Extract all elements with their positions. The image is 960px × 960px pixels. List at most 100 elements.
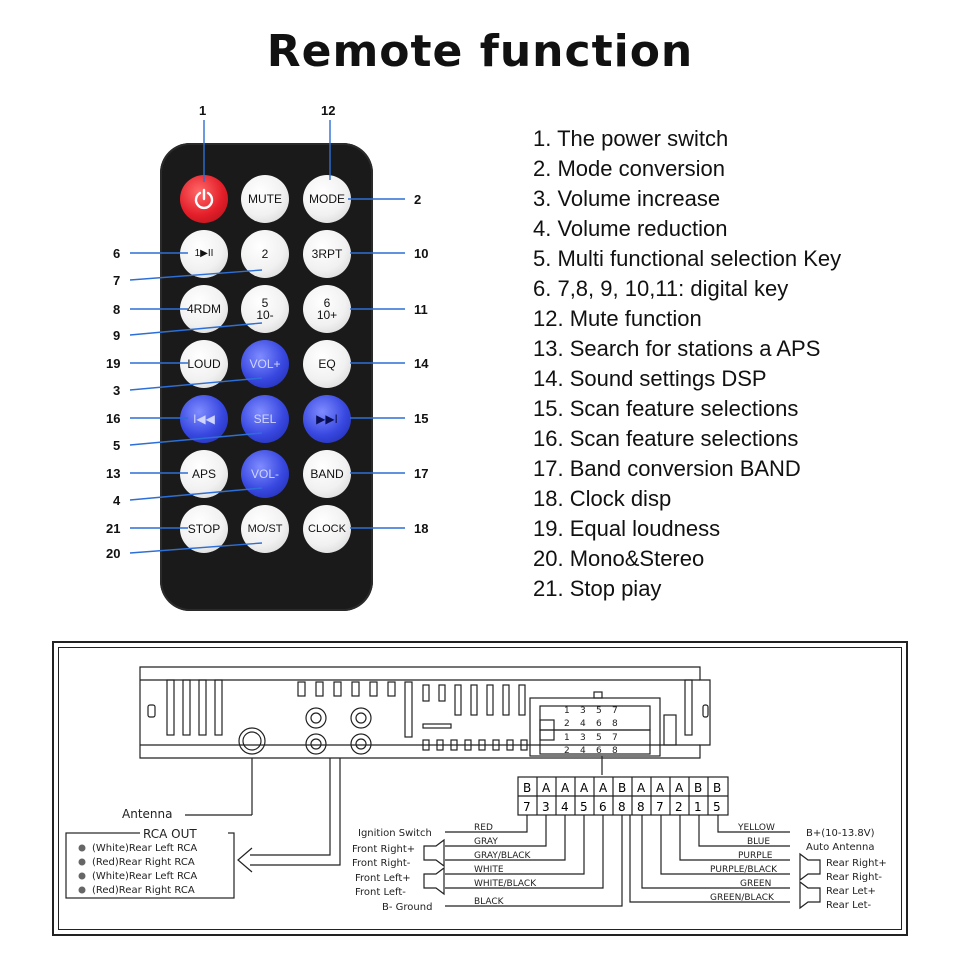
left-terminal-label: Front Right+ [352, 844, 415, 855]
digit-5-button[interactable]: 5 10- [241, 285, 289, 333]
connector-pin: 1 [564, 706, 570, 716]
function-item: 16. Scan feature selections [533, 426, 799, 451]
previous-button[interactable]: I◀◀ [180, 395, 228, 443]
function-item: 14. Sound settings DSP [533, 366, 767, 391]
clock-button[interactable]: CLOCK [303, 505, 351, 553]
page-title: Remote function [266, 26, 694, 77]
callout-8: 8 [113, 302, 121, 317]
wire-color-label: GRAY/BLACK [474, 851, 532, 861]
eq-button[interactable]: EQ [303, 340, 351, 388]
pin-number: 1 [694, 800, 702, 814]
wire-color-label: BLACK [474, 897, 505, 907]
callout-17: 17 [414, 466, 429, 481]
connector-pin: 3 [580, 733, 586, 743]
connector-pin: 4 [580, 746, 586, 756]
callout-16: 16 [106, 411, 121, 426]
connector-pin: 8 [612, 746, 618, 756]
left-terminal-label: Front Left- [355, 887, 406, 898]
callout-15: 15 [414, 411, 429, 426]
left-terminal-label: Front Left+ [355, 873, 411, 884]
pin-letter: A [656, 781, 665, 795]
function-item: 19. Equal loudness [533, 516, 721, 541]
function-item: 17. Band conversion BAND [533, 456, 801, 481]
rca-item: (White)Rear Left RCA [92, 871, 197, 882]
pin-number: 4 [561, 800, 569, 814]
callout-lines [129, 120, 405, 554]
pin-number: 6 [599, 800, 607, 814]
wire-color-label: BLUE [747, 837, 770, 847]
mono-stereo-button[interactable]: MO/ST [241, 505, 289, 553]
pin-letter: B [523, 781, 531, 795]
connector-pin: 6 [596, 719, 602, 729]
right-wire-labels: YELLOW BLUE PURPLE PURPLE/BLACK GREEN GR… [710, 823, 887, 911]
digit-6-button[interactable]: 6 10+ [303, 285, 351, 333]
pin-letter: A [599, 781, 608, 795]
loud-button[interactable]: LOUD [180, 340, 228, 388]
left-terminal-label: B- Ground [382, 902, 432, 913]
callout-14: 14 [414, 356, 429, 371]
pin-letter: B [618, 781, 626, 795]
function-item: 4. Volume reduction [533, 216, 728, 241]
wiring-diagram-inner-frame [58, 647, 902, 930]
wiring-diagram: 1 3 5 7 2 4 6 8 1 3 5 7 2 4 6 8 Antenna … [65, 666, 887, 913]
callout-9: 9 [113, 328, 121, 343]
function-item: 3. Volume increase [533, 186, 721, 211]
rca-dot-icon [78, 858, 86, 866]
connector-pin: 7 [612, 733, 618, 743]
pin-number: 5 [580, 800, 588, 814]
right-terminal-label: Rear Right- [826, 872, 882, 883]
rca-out-title: RCA OUT [143, 827, 197, 841]
right-terminal-label: Rear Let+ [826, 886, 876, 897]
antenna-label: Antenna [122, 807, 172, 821]
callout-6: 6 [113, 246, 121, 261]
play-pause-button[interactable]: 1▶II [180, 230, 228, 278]
callout-2: 2 [414, 192, 422, 207]
remote-control: MUTE MODE 1▶II 2 3RPT 4RDM 5 10- 6 10+ L… [160, 143, 373, 611]
pin-letter: A [637, 781, 646, 795]
function-item: 6. 7,8, 9, 10,11: digital key [533, 276, 789, 301]
aps-button[interactable]: APS [180, 450, 228, 498]
callout-5: 5 [113, 438, 121, 453]
digit-5-label: 5 [261, 296, 269, 310]
pin-number: 3 [542, 800, 550, 814]
plus-10-label: 10+ [316, 308, 338, 322]
pin-number: 2 [675, 800, 683, 814]
pin-letter: A [675, 781, 684, 795]
select-button[interactable]: SEL [241, 395, 289, 443]
callout-13: 13 [106, 466, 121, 481]
function-item: 12. Mute function [533, 306, 702, 331]
connector-pin: 8 [612, 719, 618, 729]
digit-2-button[interactable]: 2 [241, 230, 289, 278]
terminal-numbers: 7 3 4 5 6 8 8 7 2 1 5 [523, 800, 721, 814]
callout-11: 11 [414, 302, 428, 317]
callout-20: 20 [106, 546, 121, 561]
mute-button[interactable]: MUTE [241, 175, 289, 223]
callout-3: 3 [113, 383, 121, 398]
mode-button[interactable]: MODE [303, 175, 351, 223]
volume-up-button[interactable]: VOL+ [241, 340, 289, 388]
rca-item: (Red)Rear Right RCA [92, 857, 195, 868]
connector-pin: 1 [564, 733, 570, 743]
volume-down-button[interactable]: VOL- [241, 450, 289, 498]
wire-color-label: PURPLE/BLACK [710, 865, 778, 875]
stop-button[interactable]: STOP [180, 505, 228, 553]
callout-21: 21 [106, 521, 121, 536]
next-button[interactable]: ▶▶I [303, 395, 351, 443]
pin-letter: A [542, 781, 551, 795]
function-list: 1. The power switch 2. Mode conversion 3… [533, 124, 841, 604]
rca-item: (Red)Rear Right RCA [92, 885, 195, 896]
pin-letter: B [713, 781, 721, 795]
callout-10: 10 [414, 246, 429, 261]
connector-pin: 6 [596, 746, 602, 756]
power-button[interactable] [180, 175, 228, 223]
connector-pin-labels: 1 3 5 7 2 4 6 8 1 3 5 7 2 4 6 8 [564, 706, 618, 756]
rca-dot-icon [78, 886, 86, 894]
band-button[interactable]: BAND [303, 450, 351, 498]
right-terminal-label: Rear Right+ [826, 858, 887, 869]
connector-pin: 5 [596, 733, 602, 743]
pin-letter: A [580, 781, 589, 795]
repeat-button[interactable]: 3RPT [303, 230, 351, 278]
pin-letter: B [694, 781, 702, 795]
terminal-letters: B A A A A B A A A B B [523, 781, 721, 795]
function-item: 15. Scan feature selections [533, 396, 799, 421]
